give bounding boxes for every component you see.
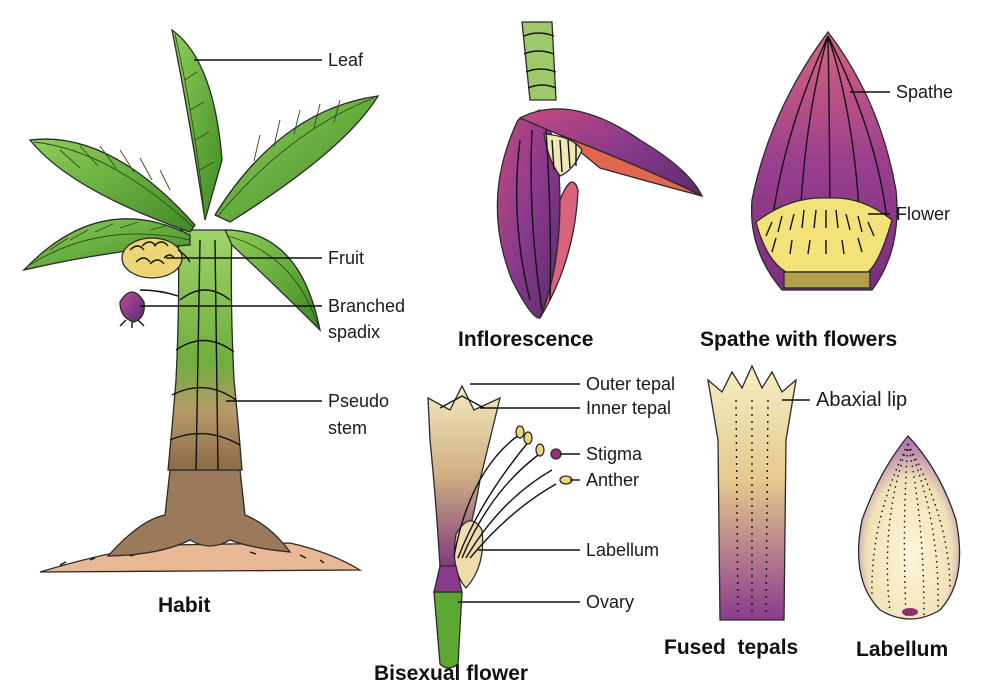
habit-figure [22, 28, 380, 573]
labellum-label: Labellum [586, 540, 659, 560]
flower-label: Flower [896, 204, 950, 224]
pseudo-stem [167, 229, 243, 471]
root-base [106, 469, 292, 557]
labellum-caption: Labellum [856, 638, 948, 661]
fruit-label: Fruit [328, 248, 364, 268]
pseudo-stem-label-line1: Pseudo [328, 391, 389, 411]
fused-tepals-figure [707, 364, 797, 621]
branched-spadix-label-line2: spadix [328, 322, 380, 342]
branched-spadix-label-line1: Branched [328, 296, 405, 316]
inflorescence-figure [496, 21, 704, 319]
inner-tepal-label: Inner tepal [586, 398, 671, 418]
leaf-label: Leaf [328, 50, 364, 70]
spadix-bud [119, 289, 179, 328]
inflorescence-caption: Inflorescence [458, 328, 593, 351]
spathe-label: Spathe [896, 82, 953, 102]
fused-tepals-caption: Fused tepals [664, 636, 798, 659]
bisexual-flower-caption: Bisexual flower [374, 662, 528, 685]
soil [39, 542, 363, 573]
habit-caption: Habit [158, 594, 211, 617]
pseudo-stem-label-line2: stem [328, 418, 367, 438]
spathe-with-flowers-caption: Spathe with flowers [700, 328, 897, 351]
labellum-figure [857, 435, 961, 620]
stigma-label: Stigma [586, 444, 643, 464]
outer-tepal-label: Outer tepal [586, 374, 675, 394]
leaves [22, 28, 380, 332]
anther-label: Anther [586, 470, 639, 490]
bisexual-flower-figure [427, 384, 573, 669]
ovary-label: Ovary [586, 592, 634, 612]
abaxial-lip-label: Abaxial lip [816, 389, 907, 411]
spathe-figure [750, 30, 898, 291]
